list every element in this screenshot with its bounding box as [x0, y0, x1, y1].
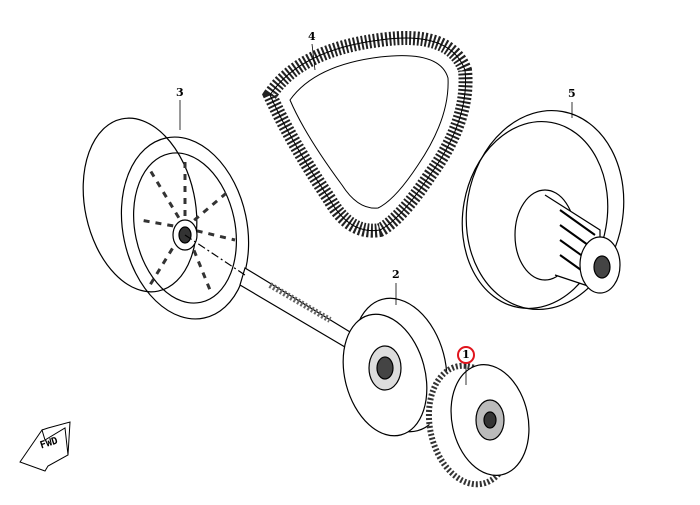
- callout-3[interactable]: 3: [176, 86, 184, 99]
- callout-5[interactable]: 5: [568, 87, 576, 100]
- callout-2[interactable]: 2: [392, 268, 400, 281]
- callout-4[interactable]: 4: [308, 30, 316, 43]
- drive-pulley: [82, 117, 250, 320]
- clutch-drum: [342, 297, 448, 437]
- drive-belt: [262, 31, 473, 238]
- fwd-arrow-icon: [19, 421, 71, 472]
- driven-pulley: [461, 109, 625, 311]
- clutch-assembly: [425, 362, 530, 488]
- callout-1[interactable]: 1: [457, 346, 475, 364]
- leader-lines: [179, 43, 573, 385]
